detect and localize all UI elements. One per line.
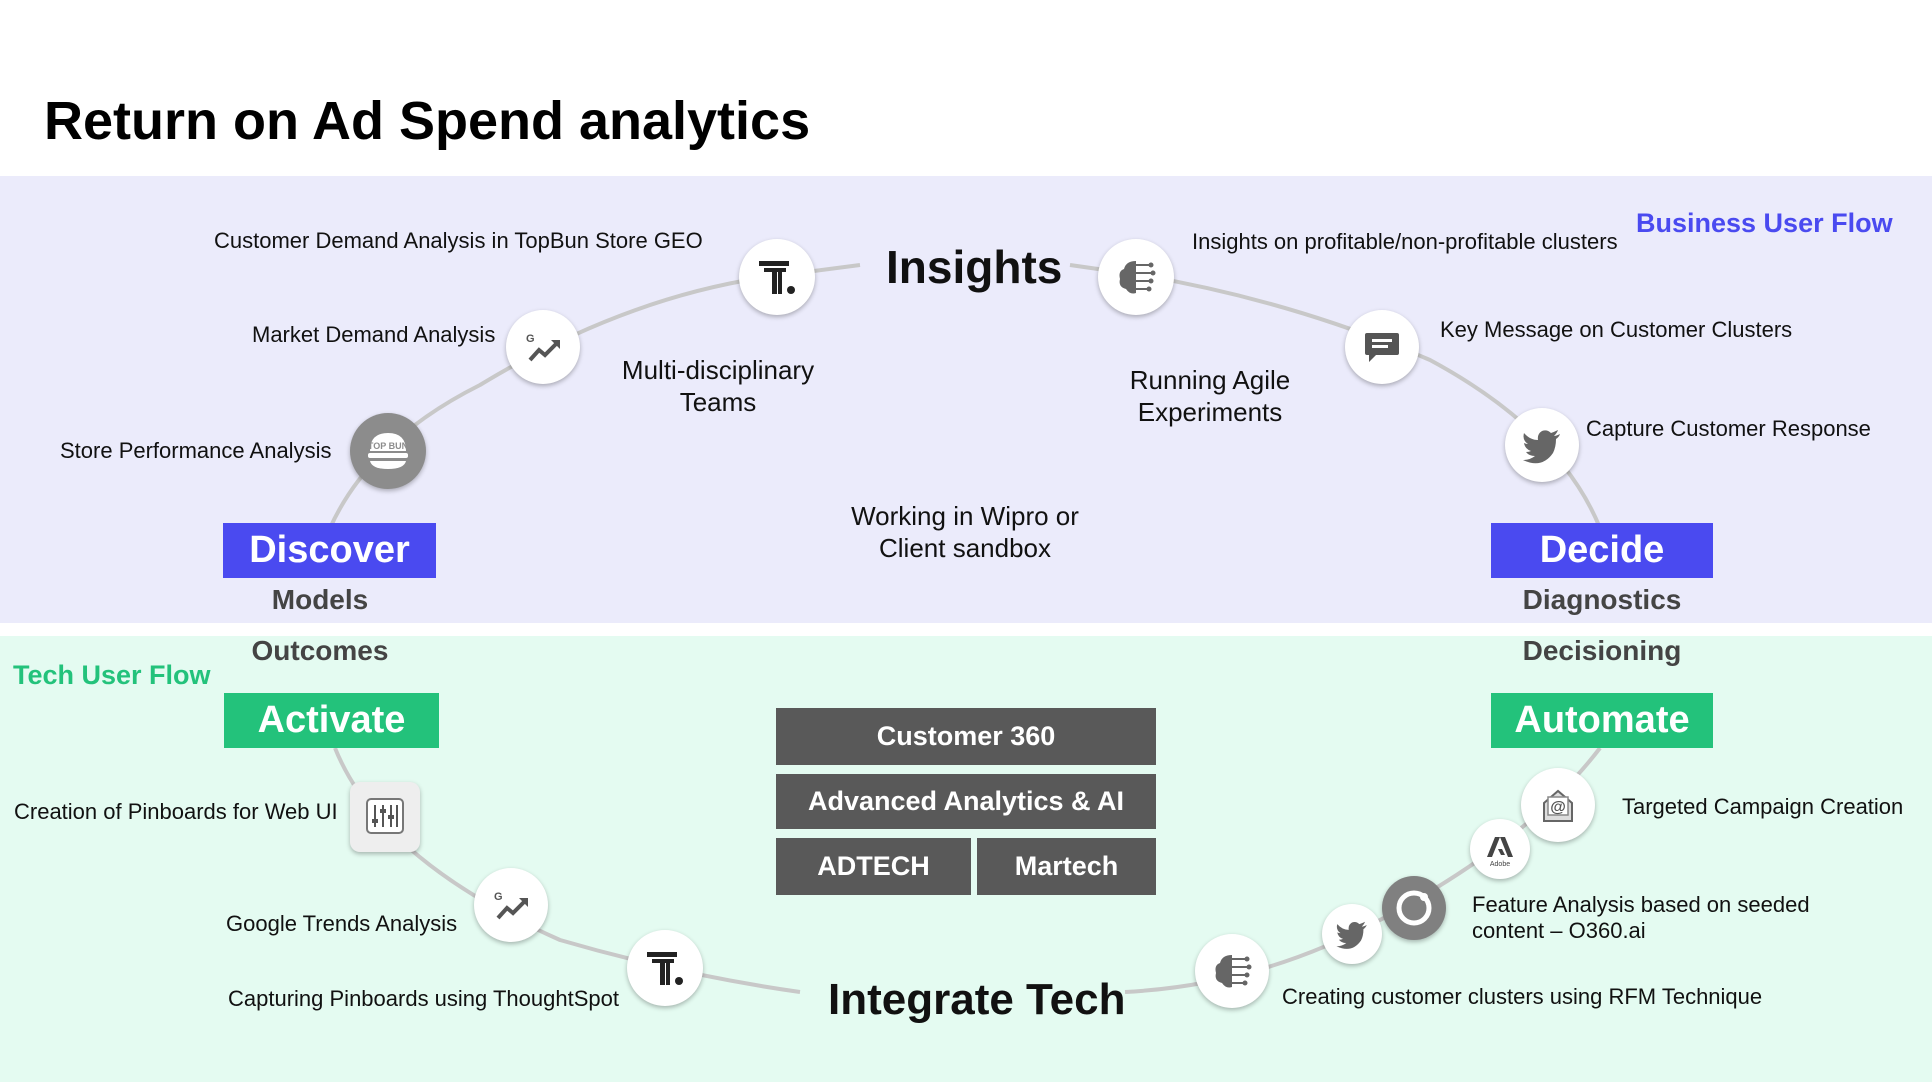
google-trends-icon: G — [506, 310, 580, 384]
adobe-badge-text: Adobe — [1490, 861, 1510, 868]
step-feature-analysis-line1: Feature Analysis based on seeded — [1472, 892, 1810, 917]
step-insights-clusters: Insights on profitable/non-profitable cl… — [1192, 229, 1618, 254]
adtech-box: ADTECH — [776, 838, 971, 895]
ai-brain-icon — [1098, 239, 1174, 315]
twitter-bird-icon — [1505, 408, 1579, 482]
step-rfm-clusters: Creating customer clusters using RFM Tec… — [1282, 984, 1763, 1009]
page-title: Return on Ad Spend analytics — [44, 91, 811, 151]
discover-models-label: Models — [271, 584, 369, 615]
insights-stage-label: Insights — [886, 241, 1063, 293]
adobe-logo-icon: Adobe — [1470, 819, 1530, 879]
step-google-trends: Google Trends Analysis — [226, 911, 458, 936]
email-campaign-icon: @ — [1521, 768, 1595, 842]
tech-user-flow-label: Tech User Flow — [13, 660, 211, 690]
martech-box: Martech — [977, 838, 1156, 895]
customer-360-box: Customer 360 — [776, 708, 1156, 765]
business-user-flow-label: Business User Flow — [1636, 208, 1893, 238]
o360-ring-icon — [1382, 876, 1446, 940]
step-market-demand: Market Demand Analysis — [252, 322, 496, 347]
thoughtspot-logo-icon — [627, 930, 703, 1006]
automate-stage-box: Automate — [1491, 693, 1713, 748]
ai-brain-icon — [1195, 934, 1269, 1008]
decide-diagnostics-label: Diagnostics — [1522, 584, 1682, 615]
topbun-logo-icon: TOP BUN — [350, 413, 426, 489]
integrate-tech-stage-label: Integrate Tech — [828, 975, 1126, 1024]
thoughtspot-logo-icon — [739, 239, 815, 315]
pinboard-sliders-icon — [350, 782, 420, 852]
agile-experiments-text: Running Agile Experiments — [1129, 365, 1291, 427]
discover-outcomes-label: Outcomes — [251, 635, 389, 666]
step-targeted-campaign: Targeted Campaign Creation — [1622, 794, 1904, 819]
step-capture-response: Capture Customer Response — [1586, 416, 1871, 441]
step-store-performance: Store Performance Analysis — [60, 438, 332, 463]
step-pinboards-web-ui: Creation of Pinboards for Web UI — [14, 799, 338, 824]
svg-text:G: G — [526, 333, 535, 345]
step-key-message: Key Message on Customer Clusters — [1440, 317, 1793, 342]
step-capturing-pinboards: Capturing Pinboards using ThoughtSpot — [228, 986, 619, 1011]
discover-stage-box: Discover — [223, 523, 436, 578]
multidisciplinary-teams-text: Multi-disciplinary Teams — [621, 355, 815, 417]
sandbox-text: Working in Wipro or Client sandbox — [851, 501, 1079, 563]
chat-message-icon — [1345, 310, 1419, 384]
twitter-bird-icon — [1322, 904, 1382, 964]
advanced-analytics-box: Advanced Analytics & AI — [776, 774, 1156, 829]
decide-decisioning-label: Decisioning — [1522, 635, 1682, 666]
google-trends-icon: G — [474, 868, 548, 942]
activate-stage-box: Activate — [224, 693, 439, 748]
step-customer-demand: Customer Demand Analysis in TopBun Store… — [214, 228, 703, 253]
decide-stage-box: Decide — [1491, 523, 1713, 578]
svg-text:@: @ — [1550, 799, 1566, 816]
svg-text:G: G — [494, 891, 503, 903]
step-feature-analysis-line2: content – O360.ai — [1472, 918, 1646, 943]
topbun-badge-text: TOP BUN — [368, 441, 408, 451]
